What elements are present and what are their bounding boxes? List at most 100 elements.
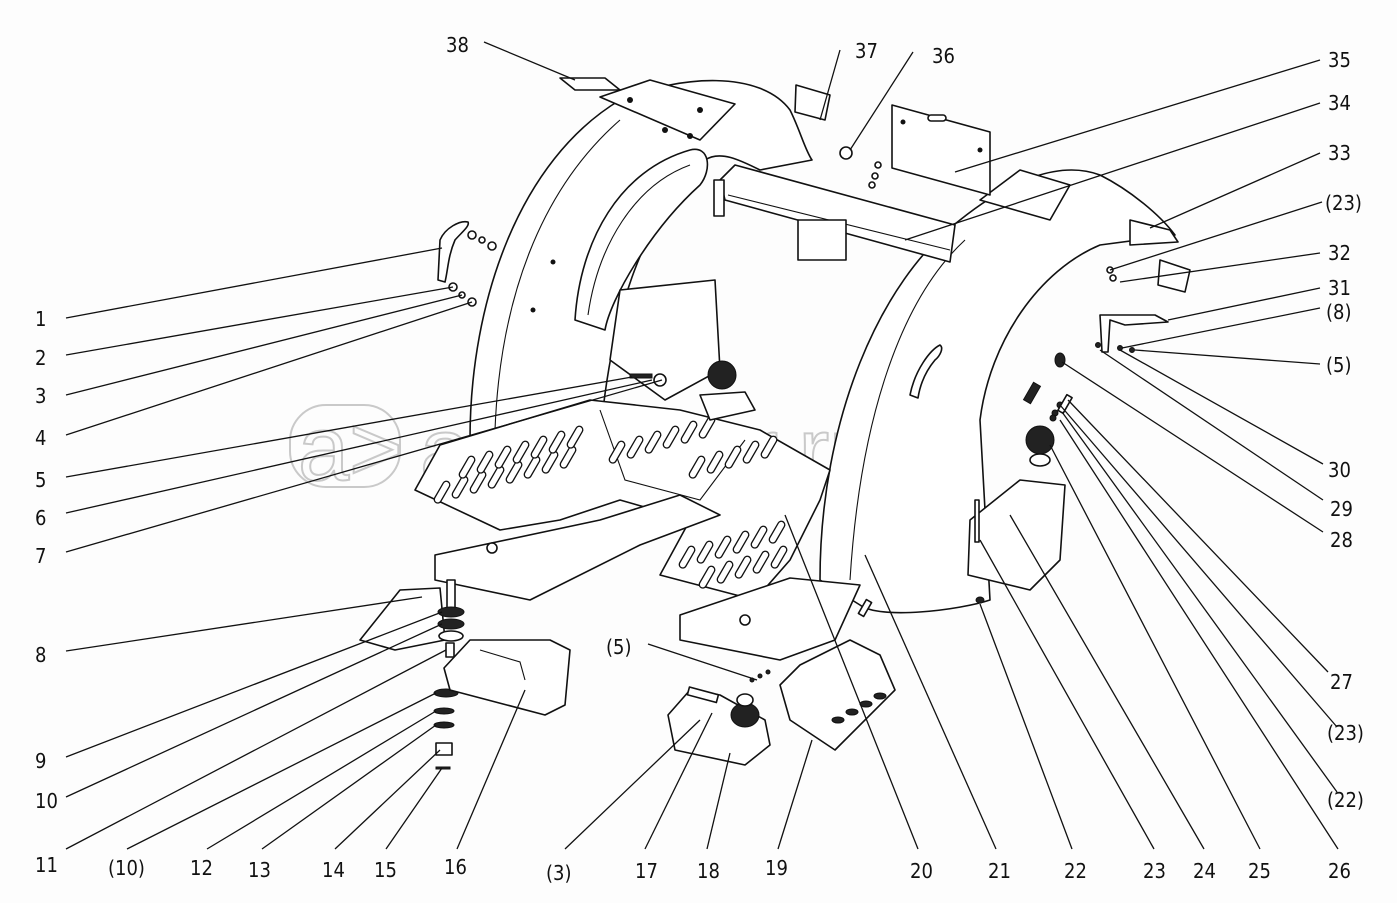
floor-slot	[458, 455, 476, 479]
floor-slot	[770, 545, 788, 569]
floor-slot	[760, 435, 778, 459]
callout-label: 36	[932, 44, 955, 68]
leader-line-c36	[849, 51, 914, 151]
leader-line-c30	[1119, 349, 1324, 465]
floor-slot	[626, 435, 644, 459]
right-fender	[819, 169, 1179, 614]
callout-label: 10	[35, 789, 58, 813]
leader-line-c23b	[1059, 404, 1338, 728]
callout-label: 38	[446, 33, 469, 57]
leader-line-c29	[1099, 349, 1324, 501]
leader-line-c23	[979, 539, 1155, 850]
callout-label: 16	[444, 855, 467, 879]
callout-label: 6	[35, 506, 46, 530]
callout-label: 25	[1248, 859, 1271, 883]
leader-line-c3b	[564, 719, 701, 850]
callout-label: 22	[1064, 859, 1087, 883]
callout-label: 5	[35, 468, 46, 492]
callout-label: 24	[1193, 859, 1216, 883]
callout-label: 20	[910, 859, 933, 883]
callout-label: (5)	[606, 635, 632, 659]
callout-label: 13	[248, 858, 271, 882]
bracket-38	[559, 77, 621, 91]
leader-line-c17	[644, 712, 713, 850]
floor-slot	[433, 480, 451, 504]
callout-label: 4	[35, 426, 46, 450]
leader-line-c32	[1119, 252, 1321, 283]
callout-label: 18	[697, 859, 720, 883]
leader-line-c14	[334, 749, 441, 850]
floor-slot	[742, 440, 760, 464]
right-grab-handle	[909, 344, 943, 399]
leader-line-c28	[1061, 361, 1324, 533]
leader-line-c5c	[647, 643, 758, 681]
callout-label: 1	[35, 307, 46, 331]
mount-bracket-16	[443, 639, 571, 716]
hardware	[437, 77, 1191, 683]
callout-label: 9	[35, 749, 46, 773]
front-left-mount	[359, 579, 571, 770]
leader-line-c9	[65, 611, 443, 758]
callout-label: (3)	[546, 861, 572, 885]
leader-line-c19	[777, 739, 813, 850]
callout-label: 33	[1328, 141, 1351, 165]
callout-label: 34	[1328, 91, 1351, 115]
floor-slot	[662, 425, 680, 449]
handle-1	[437, 220, 470, 283]
leader-line-c2	[65, 286, 454, 356]
callout-label: 35	[1328, 48, 1351, 72]
callout-label: (22)	[1327, 788, 1364, 812]
callout-label: (23)	[1327, 721, 1364, 745]
callout-label: 28	[1330, 528, 1353, 552]
callout-label: (5)	[1326, 353, 1352, 377]
leader-line-c26	[1059, 419, 1339, 850]
callout-label: 12	[190, 856, 213, 880]
callout-label: 26	[1328, 859, 1351, 883]
leader-line-c21	[864, 554, 997, 850]
leader-line-c6	[65, 379, 653, 514]
watermark-logo-frame	[289, 404, 401, 488]
leader-line-c35	[954, 59, 1321, 173]
leader-line-c37	[819, 49, 841, 121]
step-19	[779, 639, 896, 751]
rear-crossbeam	[713, 164, 956, 263]
callout-label: 3	[35, 384, 46, 408]
callout-label: (10)	[108, 856, 145, 880]
leader-line-c33	[1149, 152, 1321, 229]
callout-label: 21	[988, 859, 1011, 883]
leader-line-c23c	[1109, 201, 1323, 271]
callout-label: 19	[765, 856, 788, 880]
leader-line-c3	[65, 294, 463, 396]
callout-label: (23)	[1325, 191, 1362, 215]
floor-slot	[750, 525, 768, 549]
leader-line-c8b	[1121, 307, 1321, 349]
left-fender	[469, 79, 813, 441]
leader-line-c5b	[1134, 349, 1321, 365]
floor-slot	[706, 450, 724, 474]
leader-line-c38	[483, 41, 576, 81]
leader-line-c4	[65, 301, 473, 436]
left-fender-top-plate	[599, 79, 736, 141]
nut-36	[839, 146, 853, 160]
floor-mat-assembly	[414, 399, 861, 661]
floor-slot	[752, 550, 770, 574]
leader-line-c15	[385, 767, 443, 850]
leader-line-c1	[65, 247, 443, 319]
left-grab-handle	[574, 148, 709, 331]
leader-line-c11	[65, 649, 447, 850]
leader-line-c24	[1009, 514, 1205, 850]
leader-line-c5	[65, 376, 633, 478]
floor-slot	[512, 440, 530, 464]
callout-label: 15	[374, 858, 397, 882]
leader-line-c13	[261, 724, 437, 850]
callout-label: 17	[635, 859, 658, 883]
callout-label: 30	[1328, 458, 1351, 482]
floor-slot	[732, 530, 750, 554]
leader-lines	[65, 41, 1339, 850]
floor-slot	[734, 555, 752, 579]
leader-line-c10b	[126, 692, 437, 850]
grommet-28	[1054, 352, 1066, 368]
callout-label: 14	[322, 858, 345, 882]
